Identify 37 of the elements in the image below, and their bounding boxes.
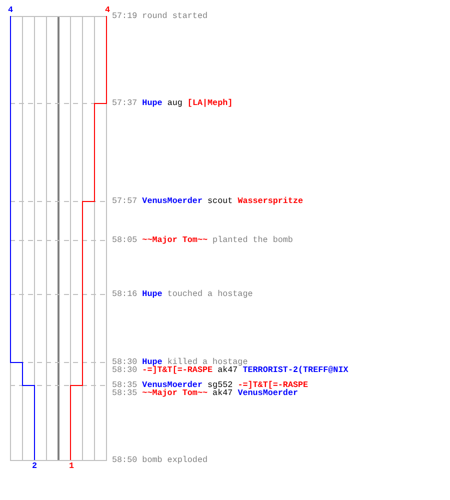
player-name: -=]T&T[=-RASPE [142,365,213,375]
timestamp: 57:57 [112,196,138,206]
event-text: bomb exploded [142,455,208,465]
event-text: planted the bomb [212,235,293,245]
player-count: 4 [8,6,14,15]
player-count: 2 [32,462,38,471]
player-name: VenusMoerder [142,196,202,206]
weapon-name: scout [208,196,233,206]
weapon-name: aug [167,98,182,108]
weapon-name: ak47 [212,388,233,398]
player-name: Hupe [142,289,162,299]
player-count: 1 [69,462,74,471]
player-name: [LA|Meph] [187,98,233,108]
timestamp: 58:16 [112,289,138,299]
weapon-name: ak47 [218,365,238,375]
timestamp: 57:19 [112,11,138,21]
player-name: TERRORIST-2(TREFF@NIX [242,365,348,375]
player-name: VenusMoerder [142,380,202,390]
weapon-name: sg552 [208,380,233,390]
player-count: 4 [105,6,110,15]
player-name: VenusMoerder [238,388,298,398]
timestamp: 57:37 [112,98,138,108]
timestamp: 58:05 [112,235,138,245]
timestamp: 58:50 [112,455,138,465]
timestamp: 58:35 [112,380,138,390]
timestamp: 58:30 [112,365,138,375]
player-name: -=]T&T[=-RASPE [238,380,308,390]
event-text: touched a hostage [167,289,253,299]
player-name: Wasserspritze [238,196,304,206]
event-text: killed a hostage [167,357,248,367]
player-name: Hupe [142,357,162,367]
timestamp: 58:30 [112,357,138,367]
player-name: ~~Major Tom~~ [142,388,208,398]
event-text: round started [142,11,208,21]
player-name: ~~Major Tom~~ [142,235,208,245]
player-name: Hupe [142,98,162,108]
timestamp: 58:35 [112,388,138,398]
